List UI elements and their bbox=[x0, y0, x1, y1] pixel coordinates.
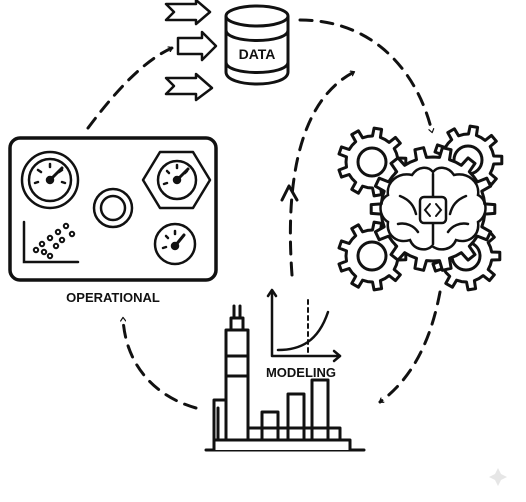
scatter-dot bbox=[68, 230, 76, 238]
ai-node bbox=[337, 124, 504, 292]
scatter-plot-icon bbox=[22, 220, 80, 264]
modeling-node: MODELING bbox=[204, 288, 366, 452]
arrow-inner-loop bbox=[288, 72, 356, 277]
modeling-label: MODELING bbox=[266, 365, 336, 380]
data-label: DATA bbox=[239, 46, 276, 62]
code-chip-icon bbox=[418, 195, 448, 225]
scatter-dot bbox=[54, 228, 62, 236]
scatter-dot bbox=[38, 240, 46, 248]
arrow-data-to-ai bbox=[298, 18, 432, 134]
operational-label: OPERATIONAL bbox=[66, 290, 160, 305]
scatter-dot bbox=[32, 246, 40, 254]
small-gauge-icon bbox=[153, 222, 197, 266]
cycle-arrows bbox=[86, 18, 442, 410]
scatter-dot bbox=[46, 234, 54, 242]
scatter-dot bbox=[40, 248, 48, 256]
gear-hub bbox=[356, 240, 388, 272]
scatter-dot bbox=[52, 242, 60, 250]
arrow-modeling-to-operational bbox=[123, 316, 198, 410]
operational-node: OPERATIONAL bbox=[8, 136, 218, 305]
database-icon bbox=[224, 4, 290, 86]
round-gauge-icon bbox=[20, 150, 80, 210]
arrow-ai-to-modeling bbox=[378, 290, 442, 404]
line-chart-icon bbox=[266, 288, 342, 363]
gear-hub bbox=[356, 146, 388, 178]
data-node: DATA bbox=[164, 0, 290, 102]
arrow-operational-to-data bbox=[86, 48, 174, 130]
arrowhead-inner-up bbox=[280, 184, 299, 202]
hexagon-gauge-icon bbox=[141, 150, 212, 210]
plant-chart-icon bbox=[204, 304, 366, 452]
dial-knob-icon bbox=[92, 187, 134, 229]
scatter-dot bbox=[62, 222, 70, 230]
data-input-arrows-icon bbox=[164, 0, 218, 102]
scatter-dot bbox=[46, 252, 54, 260]
sparkle-icon bbox=[489, 468, 507, 486]
scatter-dot bbox=[58, 236, 66, 244]
